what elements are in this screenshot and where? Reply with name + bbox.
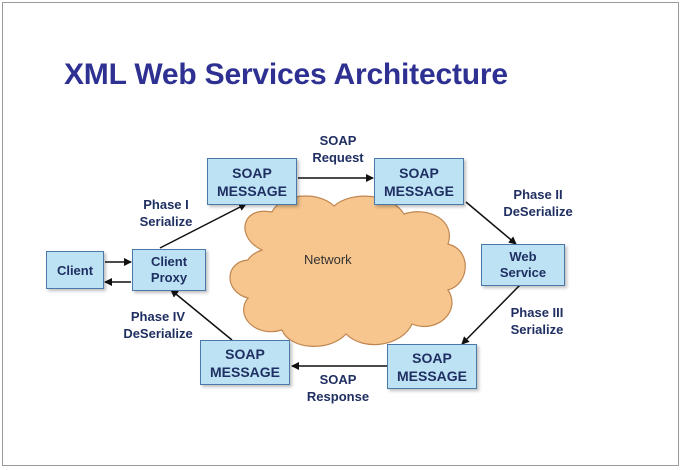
soap-message-top-right-label-2: MESSAGE	[383, 182, 454, 199]
client-proxy-label-2: Proxy	[150, 270, 188, 285]
soap-message-bottom-left-label-1: SOAP	[225, 345, 265, 362]
phase3-label: Phase III Serialize	[496, 304, 578, 338]
client-label: Client	[56, 262, 94, 278]
soap-message-bottom-right-label-2: MESSAGE	[396, 367, 467, 384]
soap-message-top-left-label-1: SOAP	[232, 164, 272, 181]
soap-message-box-bottom-left: SOAP MESSAGE	[200, 340, 290, 385]
network-label: Network	[304, 252, 352, 267]
soap-message-top-right-label-1: SOAP	[399, 164, 439, 181]
phase1-label: Phase I Serialize	[128, 196, 204, 230]
soap-response-label-1: SOAP	[319, 372, 357, 387]
arrow-phase2	[465, 201, 517, 245]
soap-message-box-top-left: SOAP MESSAGE	[207, 158, 297, 205]
soap-message-bottom-left-label-2: MESSAGE	[209, 363, 280, 380]
soap-message-box-bottom-right: SOAP MESSAGE	[387, 344, 477, 389]
phase3-label-2: Serialize	[510, 322, 564, 337]
phase1-label-1: Phase I	[143, 197, 189, 212]
client-proxy-box: Client Proxy	[132, 249, 206, 291]
web-service-box: Web Service	[481, 244, 565, 286]
soap-message-bottom-right-label-1: SOAP	[412, 349, 452, 366]
soap-message-box-top-right: SOAP MESSAGE	[374, 158, 464, 205]
phase2-label: Phase II DeSerialize	[492, 186, 584, 220]
arrow-phase4	[170, 289, 233, 341]
soap-request-label-1: SOAP	[319, 133, 357, 148]
web-service-label-1: Web	[509, 249, 537, 264]
client-box: Client	[46, 251, 104, 289]
web-service-label-2: Service	[499, 265, 547, 280]
phase3-label-1: Phase III	[510, 305, 564, 320]
soap-request-label: SOAP Request	[306, 132, 370, 166]
phase4-label: Phase IV DeSerialize	[112, 308, 204, 342]
phase4-label-1: Phase IV	[130, 309, 186, 324]
network-cloud	[229, 195, 466, 347]
soap-response-label-2: Response	[306, 389, 370, 404]
soap-response-label: SOAP Response	[298, 371, 378, 405]
soap-request-label-2: Request	[312, 150, 364, 165]
arrow-phase3	[461, 284, 521, 345]
phase2-label-1: Phase II	[513, 187, 563, 202]
phase1-label-2: Serialize	[139, 214, 193, 229]
slide-title: XML Web Services Architecture	[64, 58, 508, 91]
arrow-phase1	[159, 203, 247, 249]
phase2-label-2: DeSerialize	[503, 204, 573, 219]
client-proxy-label-1: Client	[150, 254, 188, 269]
soap-message-top-left-label-2: MESSAGE	[216, 182, 287, 199]
phase4-label-2: DeSerialize	[123, 326, 193, 341]
